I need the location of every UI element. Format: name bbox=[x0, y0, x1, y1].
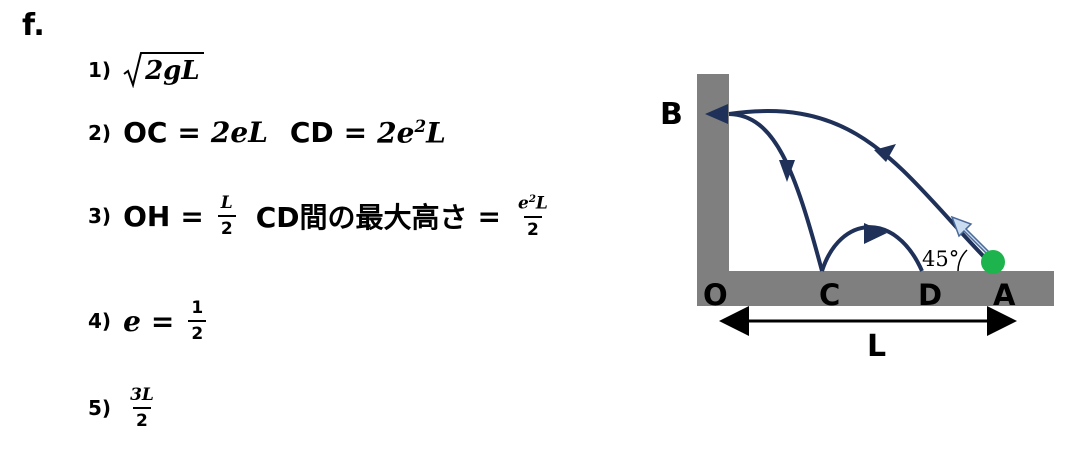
answer-1-radicand: 2gL bbox=[143, 52, 204, 88]
floor bbox=[697, 271, 1054, 306]
answer-3-height-numerator: e2L bbox=[515, 193, 551, 216]
arrow-at-b-icon bbox=[705, 104, 728, 124]
label-l: L bbox=[867, 329, 886, 364]
answer-3-oh-fraction: L 2 bbox=[217, 193, 236, 239]
answer-1-sqrt: 2gL bbox=[123, 52, 204, 88]
label-a: A bbox=[993, 278, 1016, 312]
answer-2-number: 2) bbox=[88, 120, 112, 145]
answer-2-cd-exp: 2 bbox=[414, 116, 427, 136]
label-b: B bbox=[660, 97, 683, 132]
answer-3: 3) OH = L 2 CD間の最大高さ = e2L 2 bbox=[88, 193, 555, 240]
label-o: O bbox=[703, 278, 728, 312]
answer-2-cd-value: 2e2L bbox=[377, 116, 446, 149]
answer-4-variable: e bbox=[123, 304, 141, 338]
answer-2: 2) OC = 2eL CD = 2e2L bbox=[88, 116, 446, 149]
answer-2-oc-label: OC bbox=[123, 116, 168, 150]
answer-2-oc-value: 2eL bbox=[210, 116, 268, 150]
label-c: C bbox=[819, 278, 840, 312]
angle-arc bbox=[957, 249, 968, 272]
answer-3-eq-2: = bbox=[477, 199, 501, 233]
answer-3-height-denominator: 2 bbox=[524, 215, 542, 240]
answer-4: 4) e = 1 2 bbox=[88, 298, 210, 344]
answer-1: 1) 2gL bbox=[88, 52, 204, 88]
answer-4-denominator: 2 bbox=[188, 320, 207, 344]
answer-1-number: 1) bbox=[88, 58, 112, 82]
answer-5-numerator: 3L bbox=[130, 385, 154, 405]
answer-3-cd-text: CD間の最大高さ bbox=[255, 201, 468, 235]
label-angle: 45° bbox=[922, 247, 959, 271]
answer-2-cd-base: 2e bbox=[377, 116, 415, 150]
answer-2-cd-tail: L bbox=[426, 116, 446, 150]
radical-sign-icon bbox=[123, 52, 144, 88]
answer-3-oh-denominator: 2 bbox=[217, 215, 236, 239]
answer-4-eq: = bbox=[150, 304, 175, 338]
answer-2-eq-2: = bbox=[343, 116, 368, 150]
answer-4-fraction: 1 2 bbox=[188, 298, 207, 344]
label-d: D bbox=[918, 278, 942, 312]
answer-3-h-base: e bbox=[518, 193, 529, 214]
section-heading: f. bbox=[22, 8, 45, 43]
answer-5-denominator: 2 bbox=[133, 407, 151, 431]
answer-3-oh-numerator: L bbox=[220, 193, 233, 214]
answer-5-fraction: 3L 2 bbox=[127, 385, 157, 431]
launch-arrow-icon bbox=[950, 215, 993, 263]
direction-arrow-ab-icon bbox=[874, 144, 896, 162]
answer-2-cd-label: CD bbox=[289, 116, 334, 150]
answer-3-height-fraction: e2L 2 bbox=[515, 193, 551, 240]
direction-arrow-cd-icon bbox=[864, 223, 887, 244]
answer-3-number: 3) bbox=[88, 204, 112, 229]
answer-5-number: 5) bbox=[88, 396, 112, 420]
answer-3-h-tail: L bbox=[535, 193, 548, 214]
answer-3-eq-1: = bbox=[180, 199, 204, 233]
answer-3-h-exp: 2 bbox=[528, 193, 536, 205]
answer-5: 5) 3L 2 bbox=[88, 385, 161, 431]
answer-3-oh-label: OH bbox=[123, 199, 171, 233]
direction-arrow-bc-icon bbox=[779, 160, 795, 182]
ball bbox=[981, 250, 1005, 274]
answer-4-number: 4) bbox=[88, 309, 112, 333]
answer-2-eq-1: = bbox=[177, 116, 201, 150]
trajectory-b-to-c bbox=[728, 112, 824, 272]
answer-4-numerator: 1 bbox=[191, 298, 204, 318]
